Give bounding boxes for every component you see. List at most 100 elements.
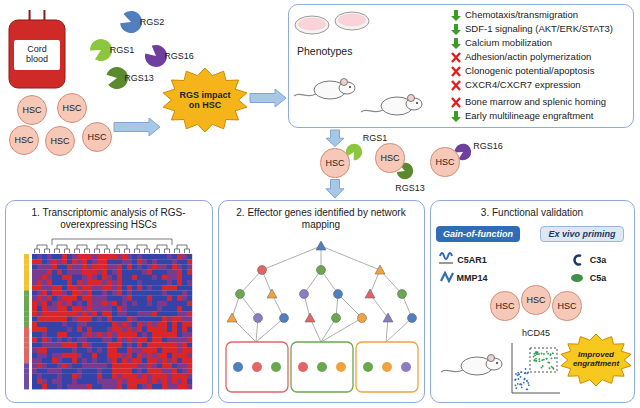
heatmap bbox=[72, 275, 77, 280]
heatmap bbox=[162, 306, 167, 311]
starburst-outline bbox=[163, 68, 247, 132]
starburst: RGS impact on HSC bbox=[162, 68, 248, 132]
heatmap bbox=[182, 259, 187, 264]
heatmap bbox=[77, 296, 82, 301]
heatmap bbox=[37, 348, 42, 353]
gene-network bbox=[317, 266, 326, 275]
heatmap bbox=[177, 337, 182, 342]
gene-network bbox=[408, 314, 417, 323]
heatmap bbox=[107, 280, 112, 285]
heatmap bbox=[157, 337, 162, 342]
flow-plot bbox=[536, 351, 538, 353]
rgs-label: RGS13 bbox=[395, 184, 425, 193]
gene-network bbox=[226, 241, 418, 392]
heatmap bbox=[67, 290, 72, 295]
heatmap bbox=[182, 384, 187, 389]
heatmap bbox=[62, 337, 67, 342]
heatmap bbox=[107, 337, 112, 342]
heatmap bbox=[117, 296, 122, 301]
cord-blood-bag: Cord blood bbox=[6, 10, 68, 90]
heatmap bbox=[132, 337, 137, 342]
heatmap bbox=[127, 275, 132, 280]
heatmap bbox=[157, 296, 162, 301]
heatmap bbox=[127, 353, 132, 358]
heatmap bbox=[92, 384, 97, 389]
heatmap bbox=[112, 259, 117, 264]
mouse-icon bbox=[361, 95, 422, 116]
heatmap bbox=[132, 379, 137, 384]
heatmap bbox=[47, 285, 52, 290]
heatmap bbox=[82, 374, 87, 379]
flow-plot bbox=[533, 360, 535, 362]
heatmap bbox=[117, 254, 122, 259]
heatmap bbox=[47, 275, 52, 280]
heatmap bbox=[32, 296, 37, 301]
heatmap bbox=[147, 348, 152, 353]
heatmap bbox=[57, 296, 62, 301]
flow-plot bbox=[534, 359, 536, 361]
heatmap bbox=[167, 322, 172, 327]
heatmap bbox=[147, 316, 152, 321]
heatmap bbox=[187, 316, 192, 321]
heatmap bbox=[107, 332, 112, 337]
flow-plot bbox=[546, 351, 548, 353]
node-label: Cord blood bbox=[15, 44, 59, 64]
heatmap bbox=[32, 311, 37, 316]
heatmap bbox=[62, 332, 67, 337]
heatmap bbox=[92, 296, 97, 301]
heatmap bbox=[37, 316, 42, 321]
heatmap bbox=[72, 353, 77, 358]
heatmap bbox=[107, 259, 112, 264]
heatmap bbox=[167, 327, 172, 332]
heatmap bbox=[32, 259, 37, 264]
gene-network bbox=[358, 314, 367, 323]
heatmap bbox=[77, 384, 82, 389]
heatmap bbox=[147, 363, 152, 368]
heatmap bbox=[127, 379, 132, 384]
heatmap bbox=[42, 264, 47, 269]
heatmap bbox=[137, 290, 142, 295]
heatmap bbox=[147, 374, 152, 379]
heatmap bbox=[42, 259, 47, 264]
heatmap bbox=[187, 275, 192, 280]
heatmap bbox=[147, 290, 152, 295]
heatmap bbox=[157, 254, 162, 259]
heatmap bbox=[107, 374, 112, 379]
heatmap bbox=[142, 285, 147, 290]
heatmap bbox=[52, 259, 57, 264]
heatmap bbox=[62, 259, 67, 264]
heatmap bbox=[152, 301, 157, 306]
heatmap bbox=[67, 280, 72, 285]
heatmap bbox=[62, 379, 67, 384]
heatmap bbox=[32, 280, 37, 285]
heatmap bbox=[72, 374, 77, 379]
heatmap bbox=[172, 254, 177, 259]
heatmap bbox=[137, 358, 142, 363]
heatmap bbox=[62, 348, 67, 353]
heatmap bbox=[24, 337, 29, 342]
no-effect-cross bbox=[452, 67, 460, 76]
heatmap bbox=[187, 296, 192, 301]
heatmap bbox=[122, 368, 127, 373]
heatmap bbox=[172, 316, 177, 321]
heatmap bbox=[162, 379, 167, 384]
heatmap bbox=[57, 270, 62, 275]
heatmap bbox=[112, 384, 117, 389]
heatmap bbox=[32, 322, 37, 327]
heatmap bbox=[62, 275, 67, 280]
heatmap bbox=[187, 342, 192, 347]
gene-network bbox=[401, 362, 411, 372]
heatmap bbox=[24, 316, 29, 321]
heatmap bbox=[182, 280, 187, 285]
heatmap bbox=[47, 280, 52, 285]
heatmap bbox=[97, 254, 102, 259]
heatmap bbox=[177, 264, 182, 269]
heatmap bbox=[87, 379, 92, 384]
heatmap bbox=[24, 280, 29, 285]
heatmap bbox=[62, 270, 67, 275]
node-label: HSC bbox=[557, 301, 576, 311]
heatmap bbox=[137, 342, 142, 347]
heatmap bbox=[172, 306, 177, 311]
node-label: HSC bbox=[495, 301, 514, 311]
heatmap bbox=[172, 275, 177, 280]
